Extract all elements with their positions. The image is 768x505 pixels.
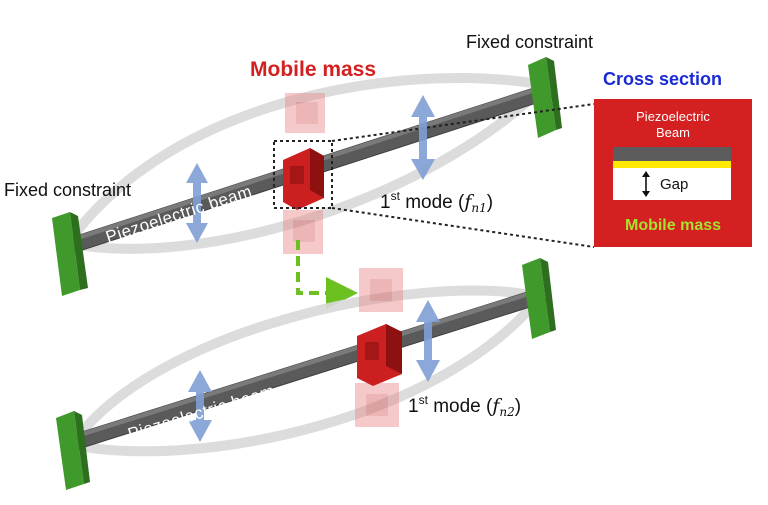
upper-right-fixed-support: [528, 57, 562, 138]
lower-mass-ghost-top: [359, 268, 403, 312]
upper-mode-shape-envelope: [63, 73, 549, 254]
upper-mass-ghost-bottom: [283, 210, 323, 254]
lower-mobile-mass: [357, 324, 402, 386]
upper-vibration-arrow-left: [186, 163, 208, 243]
upper-left-fixed-support: [52, 212, 88, 296]
upper-mass-ghost-top: [285, 93, 325, 133]
transition-dashed-arrow: [296, 240, 358, 309]
piezo-layer: [613, 147, 731, 161]
gap-arrow-icon: [642, 171, 650, 197]
upper-vibration-arrow-right: [411, 95, 435, 180]
lower-mode-label: 1st mode (fn2): [408, 393, 521, 419]
cross-section-title: Cross section: [603, 69, 722, 89]
yellow-layer: [613, 161, 731, 168]
lower-vibration-arrow-right: [416, 300, 440, 382]
cross-section-panel: Piezoelectric Beam Gap Mobile mass: [594, 99, 752, 247]
lower-right-fixed-support: [522, 258, 556, 339]
cross-section-selection-box: [273, 140, 333, 209]
gap-label: Gap: [660, 176, 688, 193]
fixed-constraint-label-left: Fixed constraint: [4, 180, 131, 200]
lower-mode-shape-envelope: [67, 285, 544, 457]
callout-line-top: [331, 103, 595, 142]
lower-left-fixed-support: [56, 411, 90, 490]
cross-section-beam-label: Piezoelectric: [636, 109, 710, 124]
upper-mode-label: 1st mode (fn1): [380, 189, 493, 215]
callout-line-bottom: [331, 207, 595, 248]
upper-mobile-mass: [283, 148, 324, 210]
gap-region: [613, 168, 731, 200]
lower-mass-ghost-bottom: [355, 383, 399, 427]
mobile-mass-title: Mobile mass: [250, 58, 376, 81]
lower-vibration-arrow-left: [188, 370, 212, 442]
cross-section-beam-label-2: Beam: [656, 125, 690, 140]
cross-section-mobile-mass-label: Mobile mass: [625, 217, 721, 234]
fixed-constraint-label-top: Fixed constraint: [466, 32, 593, 52]
